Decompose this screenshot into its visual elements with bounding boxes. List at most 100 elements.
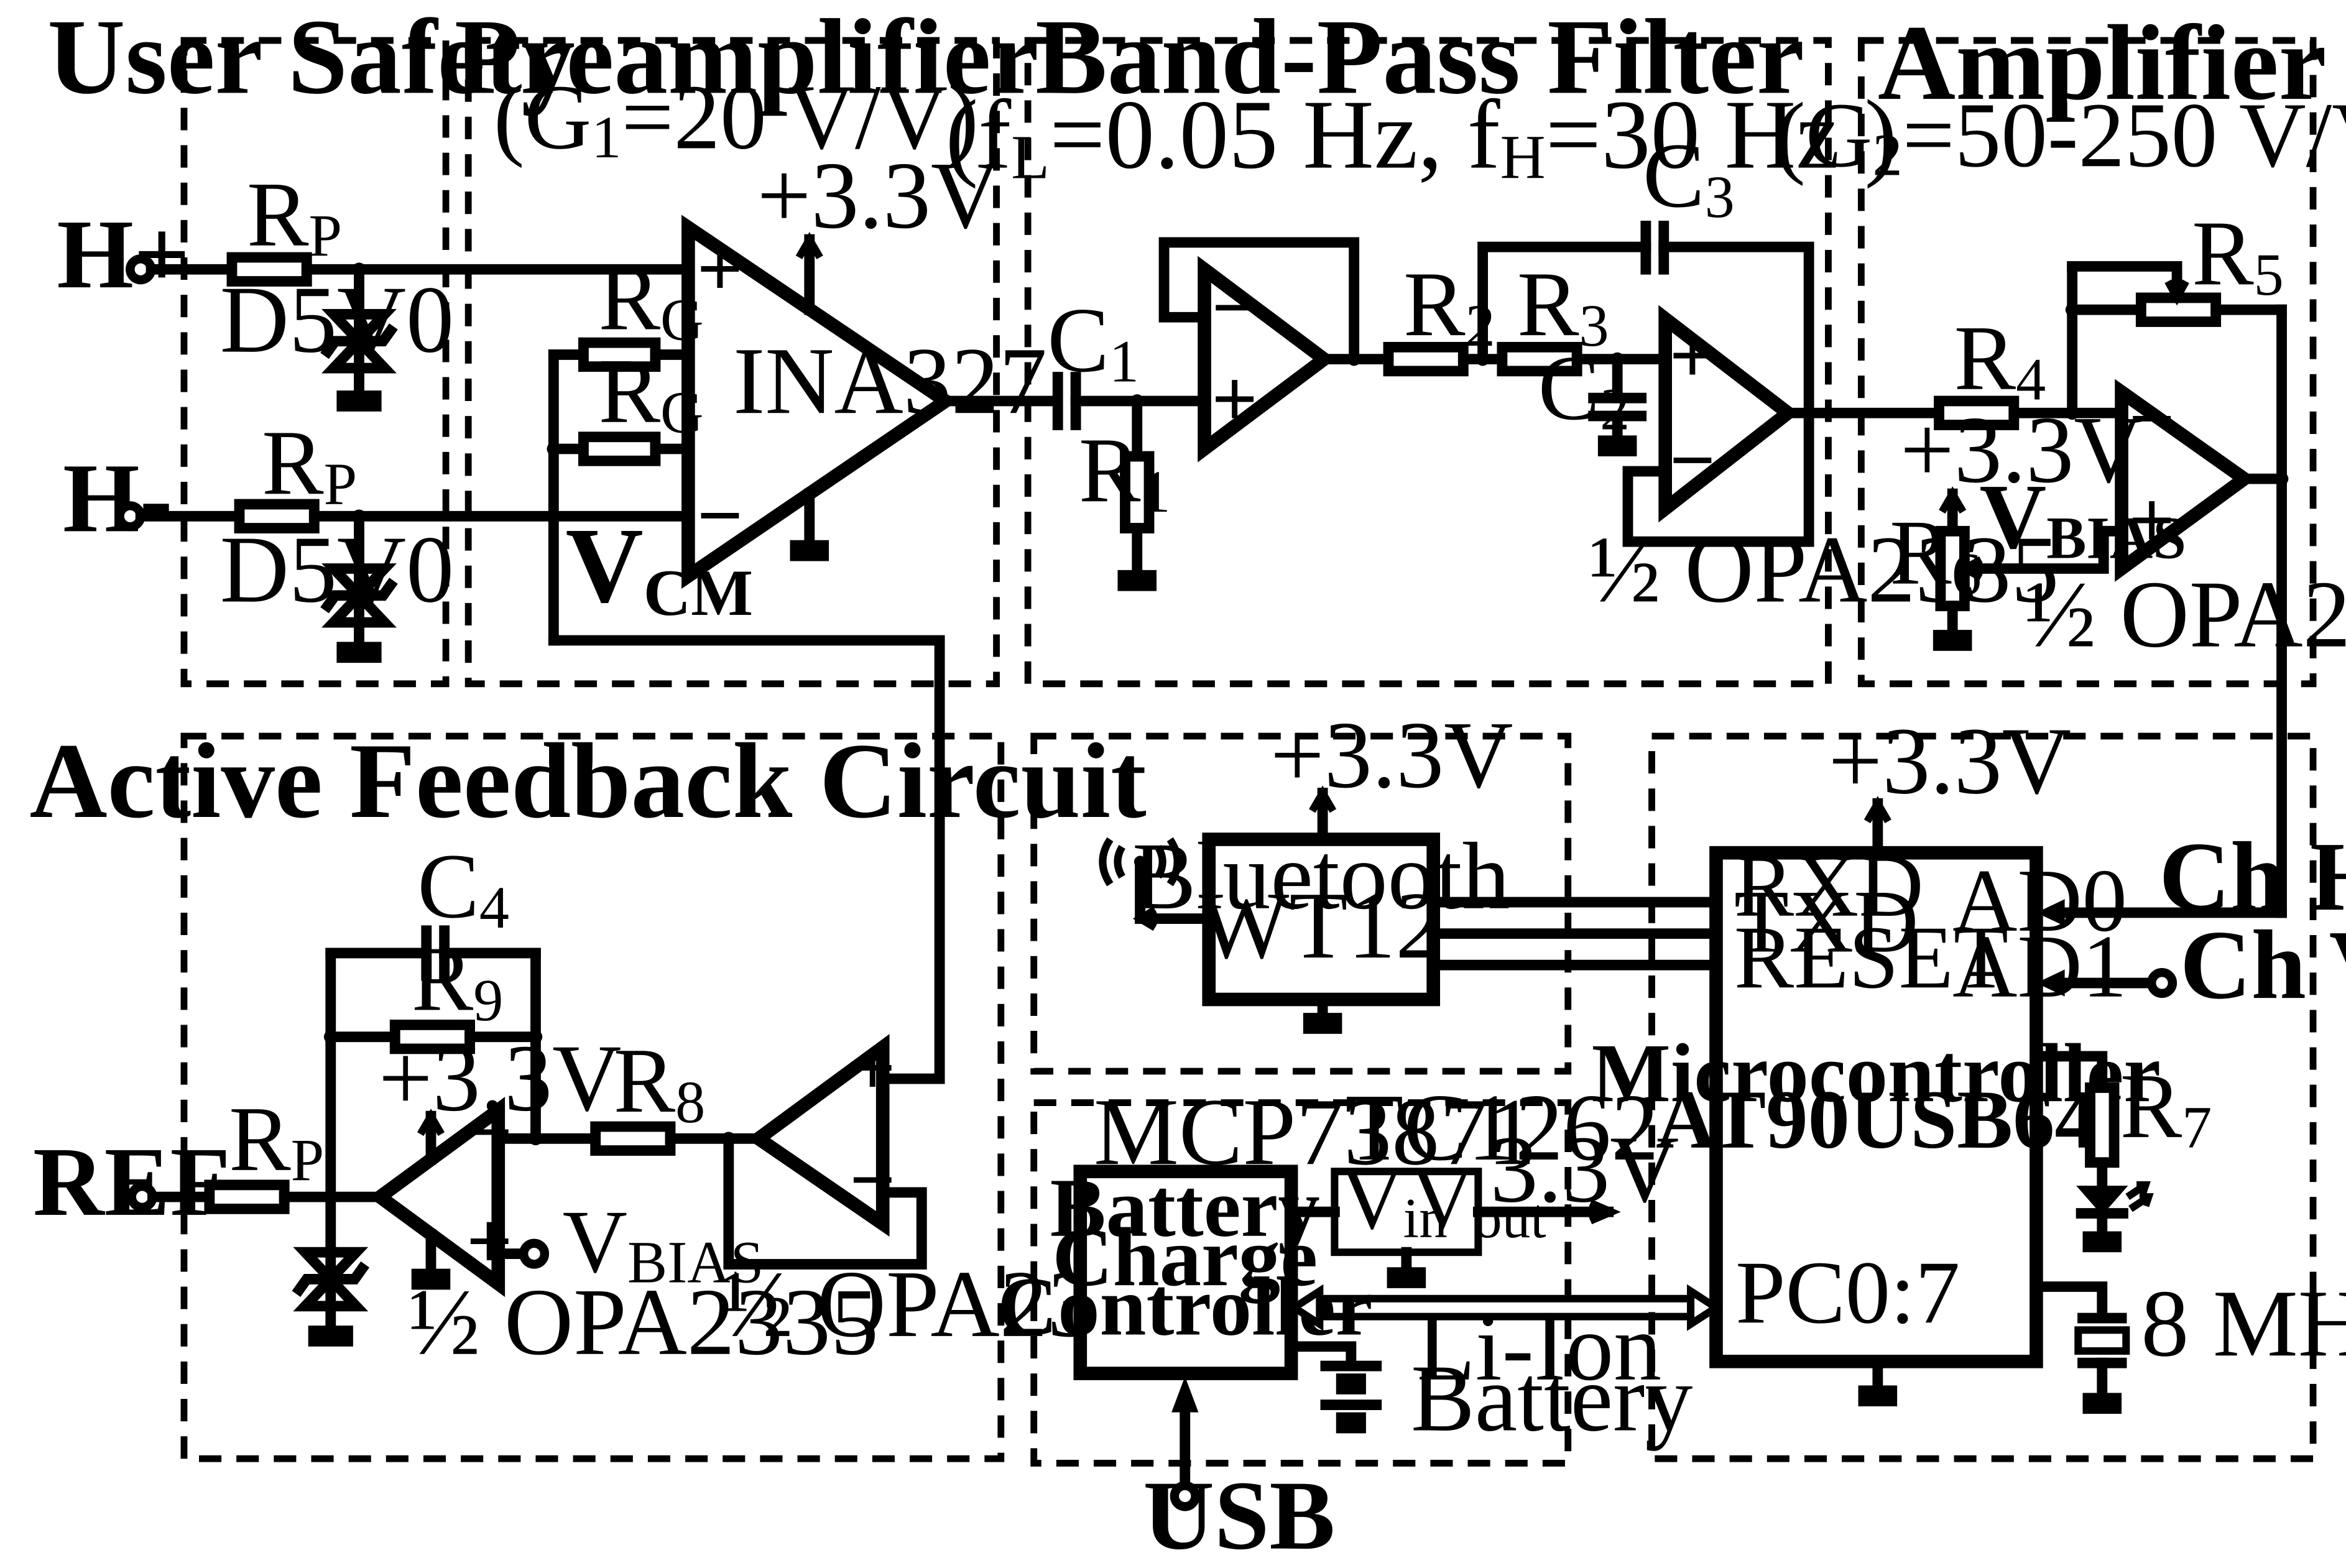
mcu-label-line1: Microcontroller — [1592, 1027, 2161, 1120]
bpf-buffer-plus: + — [1212, 355, 1257, 442]
feedback-vbias-label: VBIAS — [563, 1192, 764, 1295]
charger-line1: Battery — [1050, 1162, 1320, 1255]
r1-label: R1 — [1079, 419, 1171, 525]
mcu-rxd-pin: RXD — [1734, 836, 1924, 936]
mcu-label-line2: AT90USB64 — [1656, 1074, 2097, 1166]
integrator-opamp-label: ½ OPA2335 — [409, 1270, 879, 1375]
preamplifier-title: Preamplifier — [455, 0, 1039, 116]
r8-label: R8 — [614, 1030, 706, 1135]
ina-plus-sign: + — [697, 224, 742, 311]
crystal-label: 8 MHz — [2141, 1271, 2346, 1377]
mcu-ad0-pin: AD0 — [1952, 851, 2127, 951]
tvs-diode-ref — [292, 1191, 370, 1347]
mcu-supply-label: +3.3V — [1828, 708, 2071, 814]
ina327-label: INA327 — [733, 328, 1047, 434]
r3-label: R3 — [1517, 253, 1609, 359]
vout-label: Vout — [1411, 1152, 1546, 1250]
mcu-reset-pin: RESET — [1734, 908, 2008, 1007]
c2-label: C2 — [1538, 337, 1630, 443]
bluetooth-frame — [1030, 732, 1572, 1075]
feedback-supply-label: +3.3V — [379, 1026, 622, 1132]
buffer-minus: − — [850, 1136, 895, 1223]
microcontroller-frame — [1648, 732, 2317, 1462]
li-ion-battery — [1286, 1341, 1382, 1434]
bluetooth-line1: Bluetooth — [1132, 824, 1510, 929]
c3-label: C3 — [1643, 124, 1735, 230]
band-pass-cutoffs: (fL=0.05 Hz, fH=30 Hz ) — [946, 80, 1898, 192]
vcm-label: VCM — [566, 506, 754, 629]
buffer-plus: + — [850, 1023, 895, 1110]
usb-terminal — [1170, 1481, 1200, 1511]
bpf-filter-opamp — [1658, 305, 1799, 523]
band-pass-filter-title: Band-Pass Filter — [1035, 0, 1804, 116]
r2-label: R2 — [1403, 253, 1495, 359]
amplifier-plus: + — [2129, 476, 2174, 563]
amplifier-vbias-label: VBIAS — [1979, 466, 2186, 571]
rg-bottom-label: RG — [599, 340, 704, 446]
integrator-plus: + — [467, 1197, 512, 1284]
amplifier-title: Amplifier — [1878, 4, 2327, 122]
rp-top-label: RP — [247, 164, 342, 269]
tvs-diode-bottom — [320, 510, 398, 663]
user-safety-frame — [180, 37, 450, 688]
rg-top-label: RG — [599, 247, 704, 353]
ch-v-label: Ch V — [2180, 910, 2346, 1020]
mcu-pc-port: PC0:7 — [1735, 1243, 1960, 1342]
band-pass-filter-frame — [1024, 37, 1832, 688]
integrator-minus: − — [467, 1088, 512, 1175]
battery-charge-controller — [1073, 1164, 1298, 1380]
h-minus-label: H- — [63, 443, 172, 553]
amplifier-opamp-label: ½ OPA2335 — [2025, 562, 2346, 668]
regulator-output-label: 3.3V — [1490, 1117, 1679, 1222]
diode-bottom-label: D5V0 — [220, 517, 454, 622]
led-icon — [2076, 1157, 2154, 1253]
charger-mcu-bus — [1287, 1284, 1724, 1331]
battery-label-line2: Battery — [1411, 1346, 1693, 1452]
usb-label: USB — [1143, 1461, 1335, 1568]
bluetooth-line2: WT12 — [1199, 873, 1443, 979]
ref-label: REF — [33, 1127, 231, 1237]
amplifier-frame — [1857, 37, 2317, 688]
bluetooth-module — [1202, 832, 1441, 1007]
feedback-buffer-opamp — [747, 1034, 890, 1237]
r5-label: R5 — [2192, 202, 2284, 308]
rp-ref-label: RP — [229, 1088, 324, 1194]
active-feedback-title: Active Feedback Circuit — [30, 722, 1147, 841]
regulator-part-label: TC1262 — [1345, 1075, 1659, 1181]
tvs-diode-top — [320, 264, 398, 412]
bpf-filter-minus: − — [1669, 416, 1715, 503]
bluetooth-supply-label: +3.3V — [1270, 703, 1513, 808]
ina-supply-label: +3.3V — [757, 143, 1000, 249]
feedback-integrator-opamp — [368, 1097, 506, 1298]
vin-label: Vin — [1341, 1152, 1448, 1250]
amplifier-opamp — [2115, 379, 2256, 582]
r4-label: R4 — [1954, 307, 2046, 413]
ina327-amplifier — [681, 214, 958, 589]
rp-bottom-label: RP — [262, 412, 357, 517]
crystal-oscillator — [2074, 1312, 2130, 1414]
active-feedback-frame — [180, 732, 1005, 1462]
ch-h-label: Ch H — [2159, 822, 2346, 931]
preamplifier-gain: (G1=20 V/V) — [494, 66, 979, 170]
r7-resistor — [2085, 1082, 2120, 1168]
bpf-filter-plus: + — [1669, 311, 1715, 399]
user-safety-title: User Safety — [47, 0, 575, 116]
antenna-icon — [1099, 837, 1214, 931]
ch-v-terminal — [2146, 967, 2177, 998]
diode-top-label: D5V0 — [220, 267, 454, 373]
amplifier-gain: (G2=50-250 V/V) — [1775, 84, 2346, 188]
mcu-ad1-pin: AD1 — [1952, 917, 2127, 1017]
bpf-buffer-opamp — [1198, 256, 1336, 463]
vbias-terminal — [519, 1238, 550, 1269]
r7-label: R7 — [2120, 1055, 2212, 1161]
c1-label: C1 — [1047, 289, 1139, 395]
bpf-buffer-minus: − — [1212, 264, 1257, 351]
battery-label-line1: Li-Ion — [1417, 1295, 1661, 1401]
amplifier-minus: − — [2129, 374, 2174, 461]
c4-label: C4 — [417, 835, 509, 941]
r9-label: R9 — [412, 928, 504, 1033]
charger-line2: Charge — [1052, 1211, 1318, 1304]
preamplifier-frame — [464, 37, 1000, 688]
amplifier-supply-label: +3.3V — [1900, 397, 2143, 503]
